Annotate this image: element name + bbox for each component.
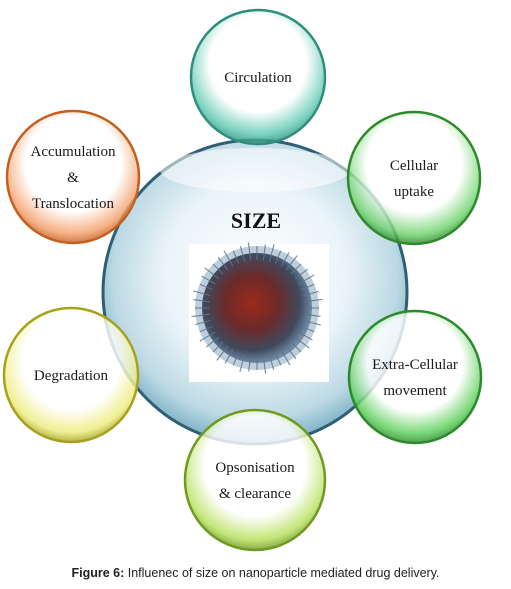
particle-spike	[232, 250, 240, 264]
particle-spike	[223, 250, 234, 267]
particle-spike	[304, 313, 321, 317]
particle-spike	[224, 349, 234, 364]
particle-spike	[274, 250, 282, 264]
particle-spike	[294, 336, 310, 349]
node-label: &	[67, 170, 79, 186]
caption-label: Figure 6:	[71, 566, 125, 580]
particle-spike	[304, 298, 323, 303]
node-label: uptake	[394, 184, 434, 200]
particle-spike	[298, 274, 315, 285]
particle-spike	[217, 256, 229, 271]
particle-spike	[301, 325, 315, 333]
particle-spike	[290, 263, 302, 275]
particle-spike	[201, 275, 216, 285]
node-extra-cellular-movement: Extra-Cellular movement	[347, 309, 483, 445]
particle-spike	[239, 246, 246, 262]
particle-spike	[301, 283, 315, 291]
node-cellular-uptake: Cellular uptake	[346, 110, 482, 246]
node-label: Cellular	[390, 158, 438, 174]
particle-spike	[303, 290, 319, 297]
node-circle	[189, 8, 327, 146]
particle-spike	[268, 354, 275, 370]
particle-spike	[195, 319, 211, 326]
particle-spike	[298, 331, 313, 341]
node-label: Opsonisation	[215, 460, 295, 476]
particle-spike	[303, 319, 321, 326]
particle-spike	[285, 345, 297, 360]
particle-spike	[232, 352, 240, 366]
particle-spike	[247, 242, 252, 261]
node-opsonisation-clearance: Opsonisation & clearance	[183, 408, 327, 552]
node-circle	[183, 408, 327, 552]
particle-spike	[193, 290, 211, 297]
particle-spike	[280, 349, 291, 366]
particle-spike	[199, 325, 213, 333]
caption-text: Influenec of size on nanoparticle mediat…	[127, 566, 440, 580]
particle-spike	[216, 345, 229, 361]
particle-spike	[262, 355, 267, 374]
particle-spike	[280, 252, 290, 267]
particle-spike	[274, 352, 282, 366]
particle-spike	[204, 267, 220, 280]
nanoparticle-image	[189, 242, 329, 382]
node-label: Translocation	[32, 196, 114, 212]
particle-spike	[205, 336, 220, 348]
node-label: Extra-Cellular	[372, 357, 458, 373]
particle-spike	[290, 341, 302, 353]
node-circle	[346, 110, 482, 246]
particle-spike	[239, 354, 246, 372]
particle-spike	[212, 341, 224, 353]
node-circle	[2, 306, 140, 444]
node-label: Degradation	[34, 368, 109, 384]
particle-spike	[193, 299, 210, 303]
node-circulation: Circulation	[189, 8, 327, 146]
node-label: Circulation	[224, 70, 292, 86]
particle-spike	[212, 263, 224, 275]
node-circle	[5, 109, 141, 245]
particle-spike	[294, 268, 309, 280]
node-circle	[347, 309, 483, 445]
center-title: SIZE	[231, 208, 281, 233]
particle-spike	[199, 283, 213, 291]
particle-spike	[199, 331, 216, 342]
figure-caption: Figure 6: Influenec of size on nanoparti…	[0, 566, 511, 580]
particle-spike	[191, 313, 210, 318]
node-degradation: Degradation	[2, 306, 140, 444]
node-label: & clearance	[219, 486, 291, 502]
particle-spike	[248, 355, 252, 372]
node-label: movement	[383, 383, 447, 399]
particle-spike	[268, 244, 275, 262]
particle-spike	[285, 255, 298, 271]
node-label: Accumulation	[31, 144, 116, 160]
node-accumulation-translocation: Accumulation & Translocation	[5, 109, 141, 245]
particle-spike	[262, 244, 266, 261]
